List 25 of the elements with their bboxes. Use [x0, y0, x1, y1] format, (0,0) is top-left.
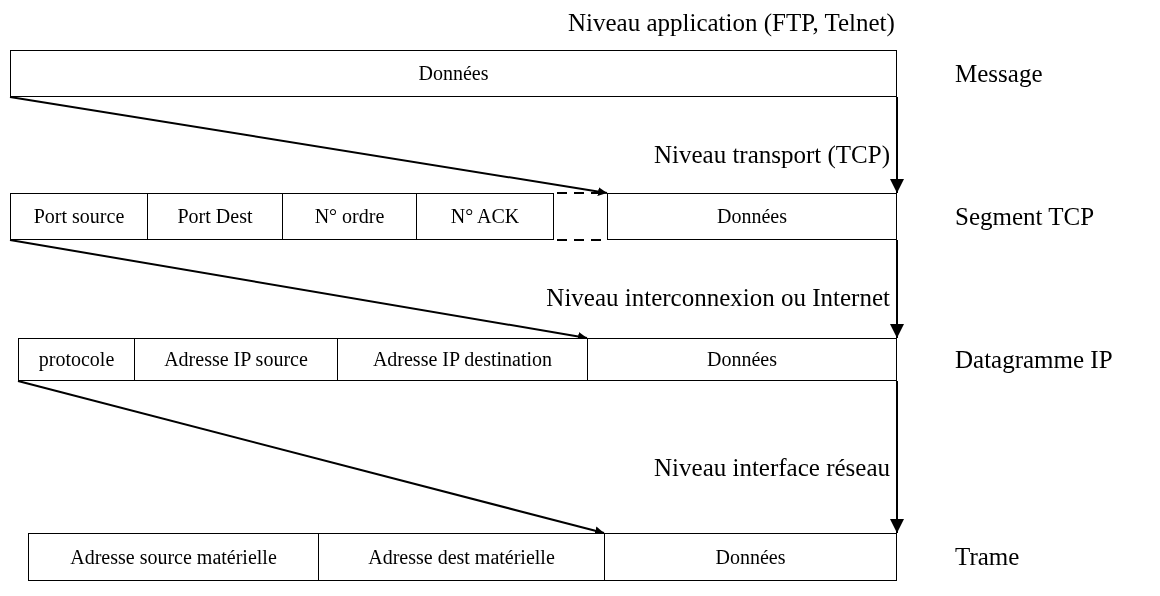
field-cell: Adresse source matérielle [28, 533, 319, 581]
field-cell: Adresse IP source [134, 338, 338, 381]
unit-name: Segment TCP [955, 201, 1095, 232]
arrow [9, 96, 608, 196]
field-cell: Port Dest [147, 193, 283, 240]
field-cell: protocole [18, 338, 135, 381]
layer-label: Niveau transport (TCP) [653, 140, 890, 170]
layer-label: Niveau interconnexion ou Internet [546, 283, 890, 313]
arrow [890, 380, 904, 534]
field-cell: Port source [10, 193, 148, 240]
layer-label: Niveau interface réseau [654, 453, 890, 483]
arrow [890, 96, 904, 194]
field-cell: Données [604, 533, 897, 581]
unit-name: Trame [955, 542, 1020, 572]
field-cell: Adresse dest matérielle [318, 533, 605, 581]
field-cell: Adresse IP destination [337, 338, 588, 381]
unit-name: Datagramme IP [955, 344, 1113, 375]
field-cell: Données [607, 193, 897, 240]
field-cell: N° ACK [416, 193, 554, 240]
arrow [890, 239, 904, 339]
field-cell: Données [10, 50, 897, 97]
field-cell: Données [587, 338, 897, 381]
layer-label: Niveau application (FTP, Telnet) [568, 8, 895, 38]
field-cell: N° ordre [282, 193, 417, 240]
unit-name: Message [955, 58, 1043, 89]
